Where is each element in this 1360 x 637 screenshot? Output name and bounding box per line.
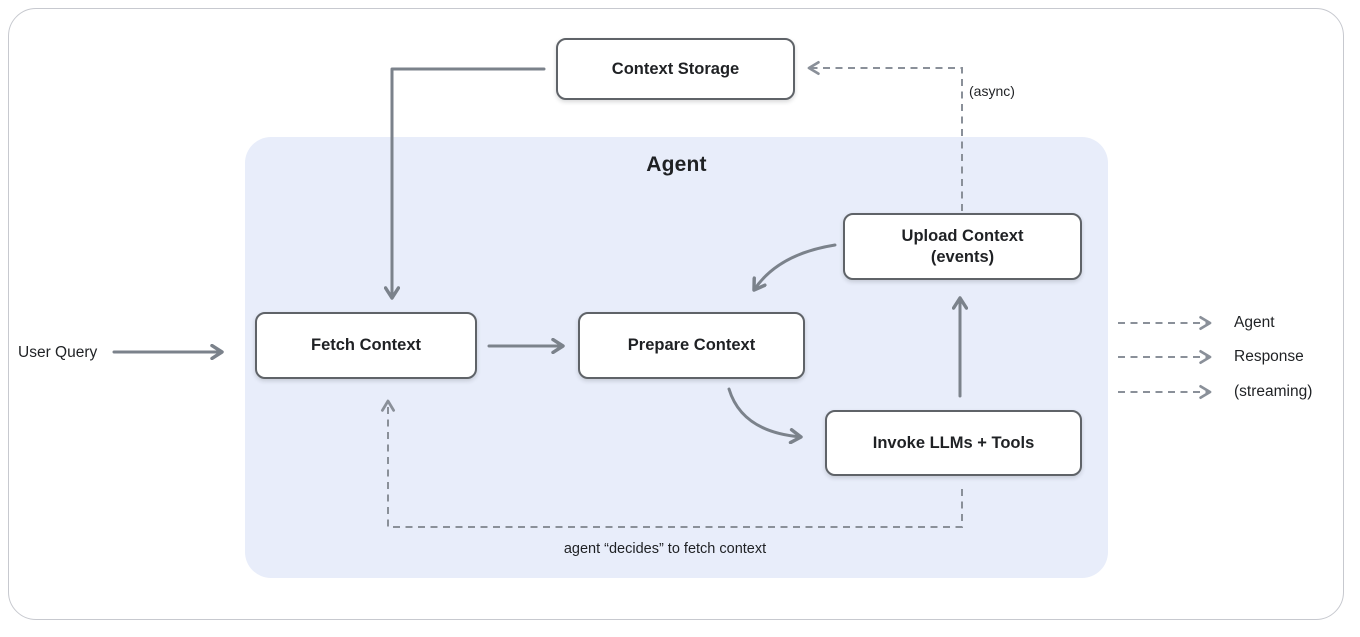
async-annotation: (async) [969, 83, 1015, 99]
node-prepare-context-label: Prepare Context [627, 336, 756, 355]
node-context-storage: Context Storage [556, 38, 795, 100]
node-upload-context: Upload Context (events) [843, 213, 1082, 280]
agent-container-title: Agent [646, 153, 707, 176]
agent-decides-annotation: agent “decides” to fetch context [563, 541, 767, 557]
node-upload-context-sublabel: (events) [930, 247, 995, 266]
legend-label-response: Response [1234, 348, 1304, 365]
node-context-storage-label: Context Storage [611, 59, 740, 78]
node-invoke-llms-tools: Invoke LLMs + Tools [825, 410, 1082, 476]
node-fetch-context-label: Fetch Context [310, 336, 421, 355]
node-prepare-context: Prepare Context [578, 312, 805, 379]
node-upload-context-label: Upload Context [901, 226, 1024, 245]
node-invoke-llms-tools-label: Invoke LLMs + Tools [872, 433, 1035, 452]
legend-label-streaming: (streaming) [1234, 383, 1313, 400]
legend-label-agent: Agent [1234, 314, 1275, 331]
node-fetch-context: Fetch Context [255, 312, 477, 379]
user-query-label: User Query [18, 344, 98, 361]
